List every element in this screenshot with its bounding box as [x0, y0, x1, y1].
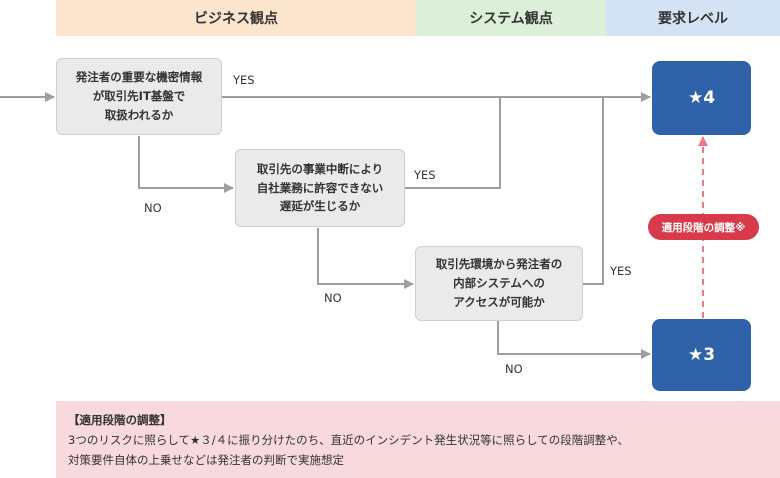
q3-yes-label: YES — [610, 264, 632, 278]
q2-no-arrow — [317, 228, 414, 289]
note-title: 【適用段階の調整】 — [68, 413, 172, 427]
level-4-box: ★4 — [652, 61, 751, 135]
q2-no-label: NO — [324, 291, 342, 305]
decision-confidential-info: 発注者の重要な機密情報が取引先IT基盤で取扱われるか — [56, 58, 222, 135]
header-business: ビジネス観点 — [56, 0, 416, 36]
q2-yes-label: YES — [414, 168, 436, 182]
q1-yes-label: YES — [233, 73, 255, 87]
level-3-box: ★3 — [652, 319, 751, 391]
note-line-2: 対策要件自体の上乗せなどは発注者の判断で実施想定 — [68, 453, 344, 468]
adjustment-note: 【適用段階の調整】 3つのリスクに照らして★３/４に振り分けたのち、直近のインシ… — [56, 401, 780, 478]
q3-no-arrow — [497, 321, 651, 359]
header-system: システム観点 — [416, 0, 606, 36]
note-line-1: 3つのリスクに照らして★３/４に振り分けたのち、直近のインシデント発生状況等に照… — [68, 433, 629, 448]
decision-business-interruption: 取引先の事業中断により自社業務に許容できない遅延が生じるか — [235, 149, 405, 227]
header-requirement-level: 要求レベル — [606, 0, 780, 36]
q3-yes-line — [583, 97, 604, 285]
q3-no-label: NO — [505, 362, 523, 376]
q2-yes-line — [405, 97, 501, 189]
adjust-stage-badge: 適用段階の調整※ — [648, 214, 759, 240]
decision-internal-access: 取引先環境から発注者の内部システムへのアクセスが可能か — [415, 246, 583, 321]
q1-no-label: NO — [144, 201, 162, 215]
q1-no-arrow — [138, 136, 234, 193]
